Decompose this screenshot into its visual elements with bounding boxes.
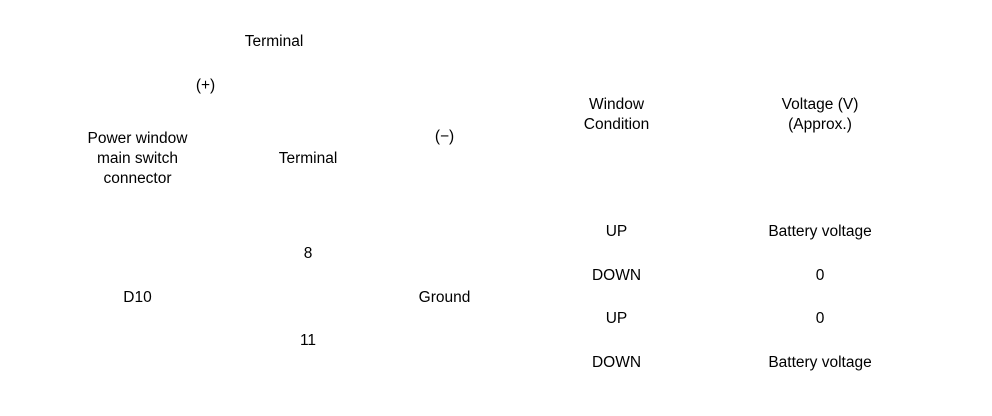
cell-window-condition: DOWN — [513, 341, 721, 385]
table-row: DOWN 0 — [35, 253, 921, 298]
header-window-condition-line-2: Condition — [583, 116, 650, 134]
table-row: D10 8 Ground UP Battery voltage — [35, 210, 921, 385]
cell-ground: Ground — [376, 210, 514, 385]
header-connector-line-2: main switch — [97, 149, 178, 167]
header-window-condition: Window Condition — [513, 20, 721, 211]
terminal-voltage-table: Terminal Window Condition Voltage (V) (A… — [35, 20, 921, 385]
header-connector-line-3: connector — [103, 169, 172, 187]
header-negative: (−) — [376, 64, 514, 211]
header-row-positive-group: (+) (−) — [35, 64, 920, 211]
header-terminal-group: Terminal — [35, 20, 514, 65]
cell-voltage: Battery voltage — [720, 341, 921, 385]
cell-window-condition: UP — [513, 297, 721, 342]
table-row: DOWN Battery voltage — [35, 341, 921, 385]
cell-voltage: 0 — [720, 297, 921, 342]
header-voltage-line-1: Voltage (V) — [781, 96, 859, 114]
header-terminal: Terminal — [240, 107, 376, 211]
header-voltage-line-2: (Approx.) — [788, 116, 852, 134]
header-connector: Power window main switch connector — [35, 107, 240, 211]
cell-terminal-8: 8 — [240, 210, 376, 298]
cell-voltage: 0 — [720, 253, 921, 298]
header-voltage: Voltage (V) (Approx.) — [720, 20, 921, 211]
cell-voltage: Battery voltage — [720, 210, 921, 254]
cell-window-condition: DOWN — [513, 253, 721, 298]
header-connector-line-1: Power window — [87, 129, 188, 147]
header-window-condition-line-1: Window — [588, 96, 645, 114]
header-row-terminal-group: Terminal Window Condition Voltage (V) (A… — [35, 20, 921, 211]
cell-terminal-11: 11 — [240, 297, 376, 385]
cell-connector-d10: D10 — [35, 210, 240, 385]
header-positive-group: (+) — [35, 64, 376, 108]
table-row: 11 UP 0 — [35, 297, 921, 385]
spec-table-container: Terminal Window Condition Voltage (V) (A… — [35, 20, 921, 385]
header-row-subheaders: Power window main switch connector Termi… — [35, 107, 920, 211]
cell-window-condition: UP — [513, 210, 721, 254]
